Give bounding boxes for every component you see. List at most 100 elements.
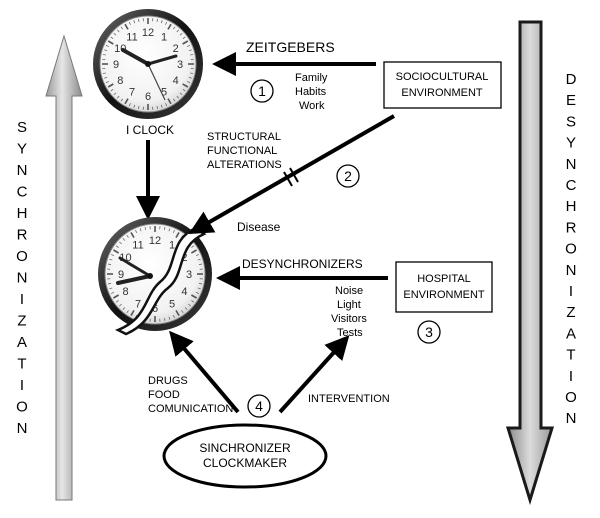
clock-tick xyxy=(182,88,186,92)
clock-tick xyxy=(182,83,189,88)
desynchronization-letter: S xyxy=(566,113,576,130)
clock-tick xyxy=(197,258,201,261)
synchronization-up-arrow-icon xyxy=(45,34,83,501)
step-4-badge xyxy=(247,394,271,418)
step-2-badge xyxy=(336,164,360,188)
desynchronization-letter: D xyxy=(566,71,577,88)
clock-tick xyxy=(111,254,115,257)
synchronization-letter: I xyxy=(20,377,24,394)
clock-tick xyxy=(198,263,203,265)
drugs-line3: COMUNICATION xyxy=(148,403,233,415)
desynchronization-letter: N xyxy=(566,262,577,279)
desynchronization-letter: N xyxy=(566,156,577,173)
synchronization-letter: S xyxy=(17,119,27,136)
desynchronization-letter: E xyxy=(566,92,576,109)
clock-tick xyxy=(115,245,119,248)
clock-tick xyxy=(122,307,126,310)
clock-tick xyxy=(109,258,113,261)
clock-number: 6 xyxy=(152,303,158,315)
clock-tick xyxy=(105,44,109,47)
clock-tick xyxy=(182,40,189,45)
desync-item-visitors: Visitors xyxy=(331,313,367,325)
synchronization-letter: R xyxy=(17,227,28,244)
drugs-food-arrow xyxy=(169,330,240,414)
clock-number: 9 xyxy=(113,59,119,71)
clock-number: 12 xyxy=(142,27,154,39)
step-2-number: 2 xyxy=(344,168,352,184)
clock-tick xyxy=(144,226,146,231)
desynchronization-letter: H xyxy=(566,198,577,215)
desync-item-noise: Noise xyxy=(335,285,363,297)
desynchronization-letter: O xyxy=(565,389,577,406)
clock-tick xyxy=(181,310,184,314)
synchronization-letter: N xyxy=(17,270,28,287)
clock-tick xyxy=(130,232,135,239)
clock-number: 7 xyxy=(135,298,141,310)
clock-tick xyxy=(188,303,191,307)
clock-tick xyxy=(120,98,124,102)
clockmaker-ellipse xyxy=(162,423,328,489)
clock-tick xyxy=(113,92,117,96)
step-3-badge xyxy=(417,320,441,344)
clock-tick xyxy=(164,317,166,322)
clock-tick xyxy=(176,29,180,33)
clock-tick xyxy=(160,104,163,108)
clock-tick xyxy=(168,228,171,232)
clock-tick xyxy=(107,263,112,265)
drugs-line2: FOOD xyxy=(148,389,180,401)
clock-number: 2 xyxy=(173,43,179,55)
clock-number: 4 xyxy=(181,286,187,298)
clock-tick xyxy=(165,103,168,107)
clockmaker-line2: CLOCKMAKER xyxy=(203,456,287,470)
clock-tick xyxy=(119,303,122,307)
clock-tick xyxy=(188,49,192,52)
sociocultural-box xyxy=(383,61,502,109)
desynchronization-letter: N xyxy=(566,410,577,427)
step-4-number: 4 xyxy=(255,398,263,414)
desynchronization-down-arrow-icon xyxy=(505,20,555,506)
structural-line1: STRUCTURAL xyxy=(207,131,281,143)
clock-tick xyxy=(165,21,168,25)
hospital-box xyxy=(395,261,493,313)
clock-tick xyxy=(119,241,122,245)
zeitgebers-item-work: Work xyxy=(299,100,325,112)
clock-tick xyxy=(176,95,180,99)
clock-tick xyxy=(113,32,117,36)
synchronization-letter: T xyxy=(17,356,26,373)
drugs-line1: DRUGS xyxy=(148,375,188,387)
clock-tick xyxy=(160,20,163,24)
i-clock-label: I CLOCK xyxy=(126,123,174,137)
clockmaker-line1: SINCHRONIZER xyxy=(199,441,291,455)
clock-tick xyxy=(139,228,142,232)
clock-number: 4 xyxy=(173,75,179,87)
clock-tick xyxy=(188,76,192,79)
clock-tick xyxy=(182,36,186,40)
clock-tick xyxy=(156,105,158,110)
desynchronization-letter: I xyxy=(569,283,573,300)
clock-tick xyxy=(187,44,191,47)
disease-label: Disease xyxy=(237,220,281,234)
structural-alterations-arrow xyxy=(188,114,395,234)
desynchronization-letter: T xyxy=(566,347,575,364)
clock-tick xyxy=(191,300,195,303)
desynchronization-letter: A xyxy=(566,325,576,342)
clock-tick xyxy=(104,76,108,79)
clock-tick xyxy=(189,72,194,74)
clock-tick xyxy=(184,307,188,310)
clock-tick xyxy=(113,249,120,254)
clock-tick xyxy=(135,230,138,234)
clock-tick xyxy=(164,226,166,231)
clock-tick xyxy=(124,23,129,30)
clock-tick xyxy=(104,49,108,52)
clock-tick xyxy=(126,234,129,238)
desynchronizers-title: DESYNCHRONIZERS xyxy=(242,257,363,271)
clock-tick xyxy=(138,105,140,110)
clock-tick xyxy=(187,81,191,84)
clock-number: 1 xyxy=(169,240,175,252)
clock-tick xyxy=(128,103,131,107)
intervention-arrow xyxy=(278,335,350,414)
clock-tick xyxy=(168,316,171,320)
